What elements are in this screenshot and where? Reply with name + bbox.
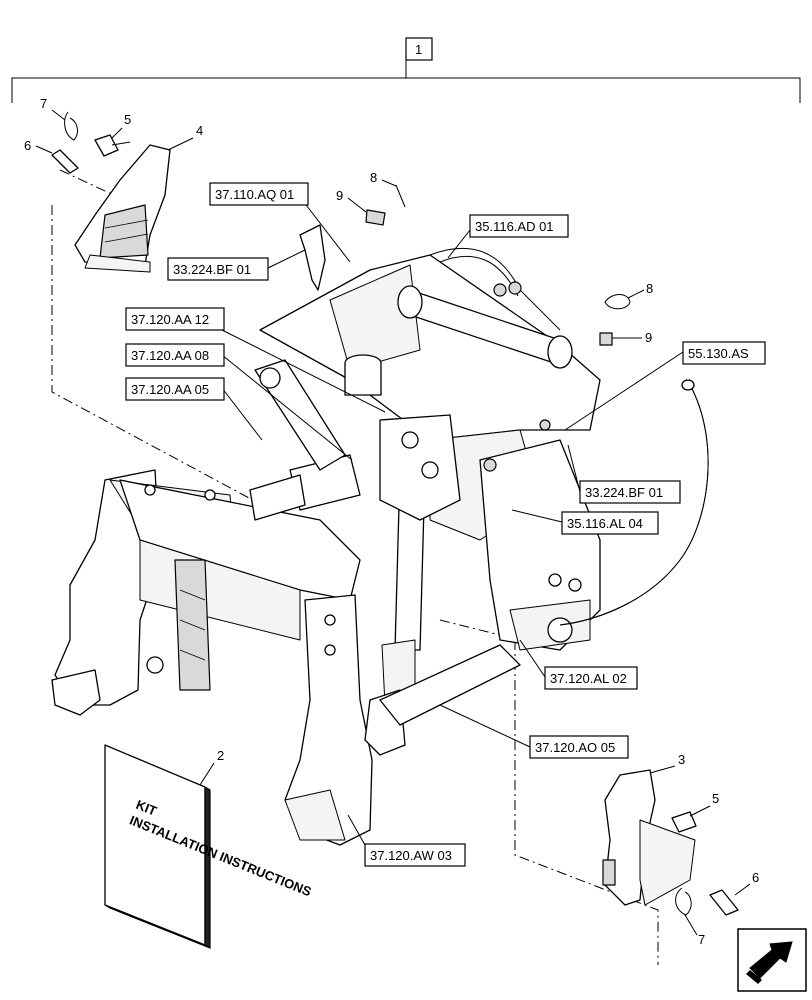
item-6-bottom: 6	[752, 870, 759, 885]
cover-plate-left	[74, 144, 171, 273]
item-9-right: 9	[645, 330, 652, 345]
ref-55-130-as: 55.130.AS	[688, 346, 749, 361]
item-6-top: 6	[24, 138, 31, 153]
instruction-booklet: KITINSTALLATION INSTRUCTIONS	[104, 744, 314, 950]
item-2: 2	[217, 748, 224, 763]
item-callouts: 7 5 6 4 8 9 8 9 2 3 5 6 7	[24, 96, 759, 947]
reference-callouts: 37.110.AQ 01 33.224.BF 01 35.116.AD 01 3…	[125, 182, 766, 867]
ref-37-120-aw-03: 37.120.AW 03	[370, 848, 452, 863]
ref-37-120-ao-05: 37.120.AO 05	[535, 740, 615, 755]
ref-33-224-bf-01-right: 33.224.BF 01	[585, 485, 663, 500]
item-7-bottom: 7	[698, 932, 705, 947]
ref-33-224-bf-01-top: 33.224.BF 01	[173, 262, 251, 277]
ref-37-120-al-02: 37.120.AL 02	[550, 671, 627, 686]
ref-37-120-aa-08: 37.120.AA 08	[131, 348, 209, 363]
cover-plate-right	[602, 769, 696, 906]
item-9-mid: 9	[336, 188, 343, 203]
item-3: 3	[678, 752, 685, 767]
item-1-label: 1	[415, 42, 422, 57]
item-5-top: 5	[124, 112, 131, 127]
item-5-bottom: 5	[712, 791, 719, 806]
ref-35-116-ad-01: 35.116.AD 01	[475, 219, 554, 234]
ref-37-120-aa-05: 37.120.AA 05	[131, 382, 209, 397]
hitch-frame	[51, 469, 373, 846]
arrow-icon[interactable]	[737, 928, 807, 992]
ref-37-110-aq-01: 37.110.AQ 01	[215, 187, 294, 202]
item-7-top: 7	[40, 96, 47, 111]
item-4: 4	[196, 123, 203, 138]
ref-35-116-al-04: 35.116.AL 04	[567, 516, 643, 531]
upper-linkage	[249, 224, 709, 756]
item-8-mid: 8	[370, 170, 377, 185]
assembly-bracket: 1	[11, 37, 801, 103]
item-8-right: 8	[646, 281, 653, 296]
fasteners	[51, 111, 739, 916]
ref-37-120-aa-12: 37.120.AA 12	[131, 312, 209, 327]
